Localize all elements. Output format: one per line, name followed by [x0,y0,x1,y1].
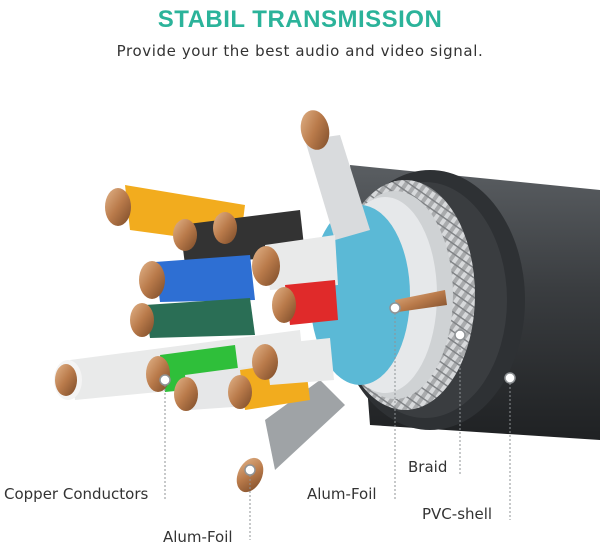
wire-white-center [252,235,338,290]
page-subtitle: Provide your the best audio and video si… [116,42,484,60]
wire-blue [139,255,255,302]
page-title: STABIL TRANSMISSION [157,6,443,33]
label-copper-conductors: Copper Conductors [4,485,149,503]
drain-strand-braid [395,290,447,312]
drain-wire-top [300,110,370,240]
callout-leaders [159,302,516,540]
label-alum-foil-inner: Alum-Foil [163,528,233,546]
twisted-pair-middle [130,298,255,338]
label-alum-foil-outer: Alum-Foil [307,485,377,503]
wire-red [272,280,338,325]
label-braid: Braid [408,458,448,476]
label-pvc-shell: PVC-shell [422,505,493,523]
wire-white-right [252,338,334,385]
